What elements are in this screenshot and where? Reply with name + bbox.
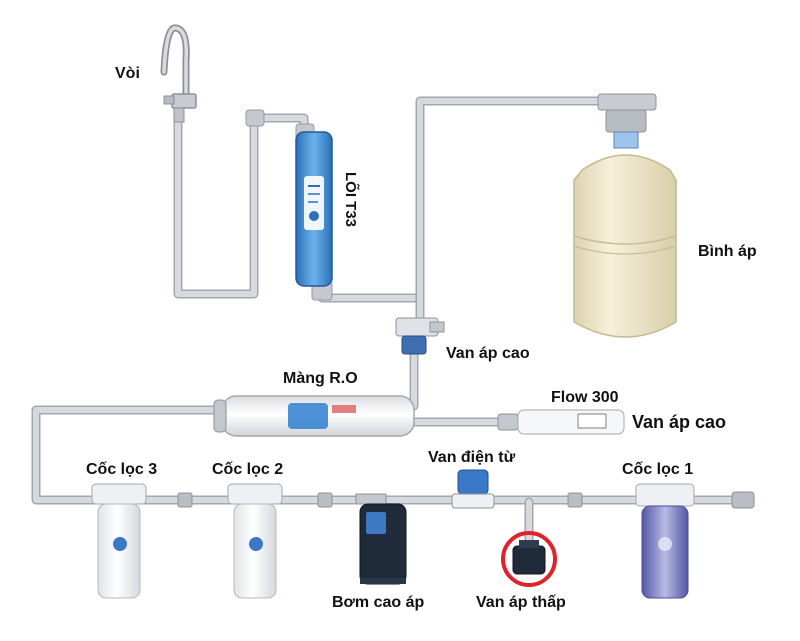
solenoid-valve (451, 469, 495, 509)
filter-housing-1 (635, 483, 695, 599)
label-low-pressure-valve: Van áp thấp (476, 594, 566, 611)
faucet (160, 24, 197, 123)
ro-membrane (213, 395, 415, 437)
label-filter-1: Cốc lọc 1 (622, 461, 693, 478)
high-pressure-valve-top (395, 317, 445, 355)
label-solenoid-valve: Van điện từ (428, 449, 516, 466)
label-filter-3: Cốc lọc 3 (86, 461, 157, 478)
label-high-pressure-valve-top: Van áp cao (446, 345, 530, 362)
filter-housing-3 (91, 483, 147, 599)
highlight-ring (501, 531, 557, 587)
label-faucet: Vòi (115, 65, 140, 82)
label-booster-pump: Bơm cao áp (332, 594, 425, 611)
feed-line-couplers (177, 491, 755, 509)
pipe-faucet-loop (173, 107, 309, 299)
low-pressure-valve (512, 540, 546, 575)
label-pressure-tank: Bình áp (698, 243, 757, 260)
pressure-tank (573, 93, 677, 338)
booster-pump (355, 493, 407, 585)
label-ro-membrane: Màng R.O (283, 370, 358, 387)
label-flow-restrictor: Flow 300 (551, 389, 619, 406)
label-filter-2: Cốc lọc 2 (212, 461, 283, 478)
label-high-pressure-valve-right: Van áp cao (632, 412, 726, 432)
t33-cartridge (295, 131, 333, 287)
filter-housing-2 (227, 483, 283, 599)
label-t33-core: LÕI T33 (342, 172, 360, 227)
flow-restrictor (497, 409, 625, 435)
